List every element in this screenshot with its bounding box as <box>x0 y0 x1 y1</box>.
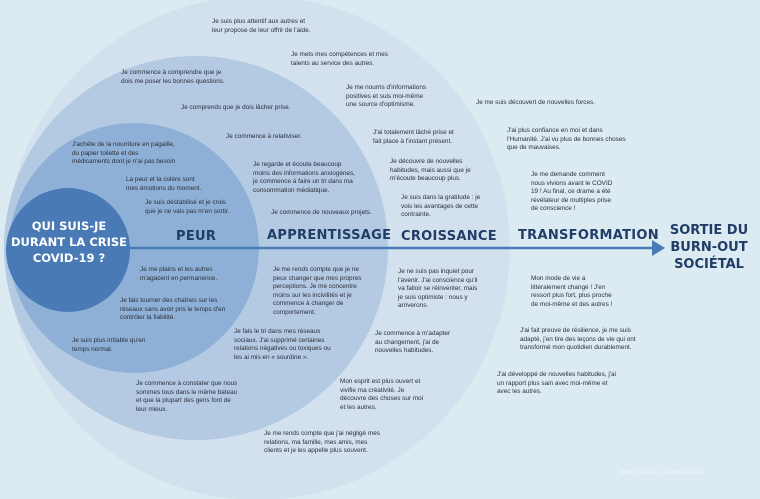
croissance-text: Je ne suis pas inquiet pour l'avenir. J'… <box>398 268 478 310</box>
transformation-text: J'ai développé de nouvelles habitudes, j… <box>497 371 616 396</box>
stage-croissance: CROISSANCE <box>401 229 497 244</box>
stage-apprentissage: APPRENTISSAGE <box>267 228 392 243</box>
apprentissage-text: Je fais le tri dans mes réseaux sociaux.… <box>234 328 331 361</box>
apprentissage-text: Je commence à comprendre que je dois me … <box>121 69 225 85</box>
transformation-text: Mon mode de vie a littéralement changé !… <box>531 275 613 308</box>
croissance-text: Je mets mes compétences et mes talents a… <box>291 51 388 67</box>
peur-text: J'achète de la nourriture en pagaille, d… <box>72 141 176 166</box>
arrow-head <box>652 240 665 256</box>
exit-title: SORTIE DU BURN-OUT SOCIÉTAL <box>669 223 749 272</box>
credit-watermark: Michel Poulaert – sourcedegenie.com <box>620 470 704 476</box>
apprentissage-text: Je commence de nouveaux projets. <box>271 209 372 216</box>
peur-text: La peur et la colère sont mes émotions d… <box>126 176 202 192</box>
apprentissage-text: Je commence à constater que nous sommes … <box>136 380 238 413</box>
transformation-text: J'ai fait preuve de résilience, je me su… <box>520 327 636 352</box>
stage-transformation: TRANSFORMATION <box>518 228 659 243</box>
core-circle <box>6 188 130 312</box>
peur-text: Je suis plus irritable qu'en temps norma… <box>72 337 146 353</box>
peur-text: Je fais tourner des chaînes sur les rése… <box>120 297 226 322</box>
croissance-text: Je commence à m'adapter au changement, j… <box>375 330 451 355</box>
peur-text: Je suis déstabilisé et je crois que je n… <box>145 199 230 215</box>
transformation-text: J'ai plus confiance en moi et dans l'Hum… <box>507 127 626 152</box>
center-title: QUI SUIS-JE DURANT LA CRISE COVID-19 ? <box>10 219 128 265</box>
croissance-text: Je suis plus attentif aux autres et leur… <box>212 18 311 34</box>
stage-peur: PEUR <box>176 229 217 244</box>
transformation-text: Je me suis découvert de nouvelles forces… <box>476 99 595 106</box>
croissance-text: Mon esprit est plus ouvert et vivifie ma… <box>340 378 424 411</box>
apprentissage-text: Je regarde et écoute beaucoup moins des … <box>253 161 355 194</box>
peur-text: Je me plains et les autres m'agacent en … <box>140 266 218 282</box>
croissance-text: Je découvre de nouvelles habitudes, mais… <box>390 158 471 183</box>
apprentissage-text: Je me rends compte que je ne peux change… <box>273 266 362 316</box>
croissance-text: J'ai totalement lâché prise et fait plac… <box>373 129 454 145</box>
croissance-text: Je me rends compte que j'ai négligé mes … <box>264 430 380 455</box>
croissance-text: Je suis dans la gratitude : je vois les … <box>401 194 481 219</box>
croissance-text: Je me nourris d'informations positives e… <box>346 84 427 109</box>
apprentissage-text: Je comprends que je dois lâcher prise. <box>181 104 291 111</box>
apprentissage-text: Je commence à relativiser. <box>226 133 302 140</box>
transformation-text: Je me demande comment nous vivions avant… <box>531 171 613 213</box>
